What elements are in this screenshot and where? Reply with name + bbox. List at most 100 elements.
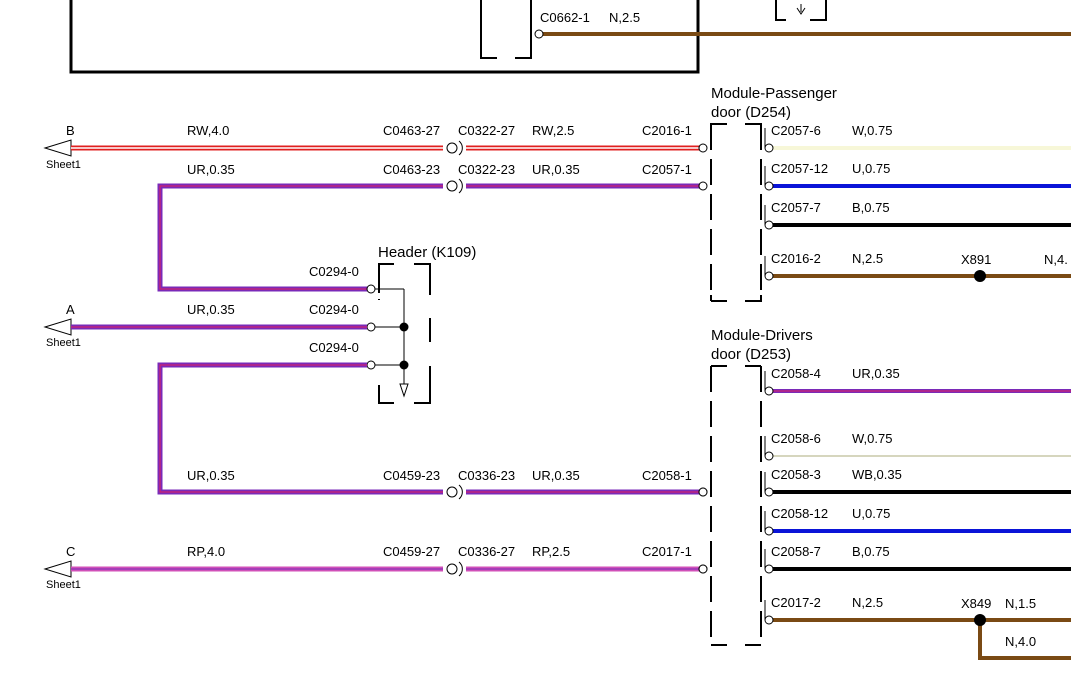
drivers-output-wire-label-4: B,0.75 bbox=[852, 544, 890, 559]
drivers-output-conn-label-2: C2058-3 bbox=[771, 467, 821, 482]
label-x849-wire: N,1.5 bbox=[1005, 596, 1036, 611]
wire-label-rw25: RW,2.5 bbox=[532, 123, 574, 138]
drivers-output-pin-3 bbox=[764, 526, 774, 536]
drivers-output-pin-4 bbox=[764, 564, 774, 574]
wire-label-ur035-a: UR,0.35 bbox=[532, 162, 580, 177]
header-junction-1 bbox=[399, 322, 409, 332]
wire-label-ur035-b: UR,0.35 bbox=[532, 468, 580, 483]
drivers-output-wire-label-2: WB,0.35 bbox=[852, 467, 902, 482]
top-arrow-icon bbox=[796, 4, 806, 15]
top-right-bracket bbox=[775, 0, 827, 21]
drivers-output-wire-label-3: U,0.75 bbox=[852, 506, 890, 521]
label-c0336-27: C0336-27 bbox=[458, 544, 515, 559]
label-x891: X891 bbox=[961, 252, 991, 267]
inline-connector-c-arc bbox=[458, 561, 463, 577]
label-c2058-1: C2058-1 bbox=[642, 468, 692, 483]
sheet-letter-c: C bbox=[66, 544, 75, 559]
label-c0322-27: C0322-27 bbox=[458, 123, 515, 138]
passenger-output-pin-3 bbox=[764, 271, 774, 281]
pin-c2017-1-front bbox=[698, 564, 708, 574]
label-c0459-27: C0459-27 bbox=[383, 544, 440, 559]
wire-n40-down bbox=[978, 620, 1071, 660]
passenger-output-pin-2 bbox=[764, 220, 774, 230]
drivers-output-conn-label-1: C2058-6 bbox=[771, 431, 821, 446]
label-x891-wire: N,4. bbox=[1044, 252, 1068, 267]
sheet-letter-b: B bbox=[66, 123, 75, 138]
inline-connector-b-arc bbox=[458, 140, 463, 156]
wire-ur-loop-top bbox=[157, 183, 443, 292]
top-connector-bracket bbox=[480, 0, 532, 59]
wire-label-rp40: RP,4.0 bbox=[187, 544, 225, 559]
header-pin-label-2: C0294-0 bbox=[309, 302, 359, 317]
passenger-module-title-1: Module-Passenger bbox=[711, 85, 837, 102]
header-pin-label-1: C0294-0 bbox=[309, 264, 359, 279]
header-title: Header (K109) bbox=[378, 244, 476, 261]
inline-connector-ur-b bbox=[446, 486, 458, 498]
label-c0463-27: C0463-27 bbox=[383, 123, 440, 138]
inline-connector-ur-arc bbox=[458, 178, 463, 194]
passenger-output-pin-1 bbox=[764, 181, 774, 191]
inline-connector-ur-b-arc bbox=[458, 484, 463, 500]
drivers-output-pin-2 bbox=[764, 487, 774, 497]
label-top-wire: N,2.5 bbox=[609, 10, 640, 25]
drivers-module-corners bbox=[711, 365, 761, 646]
sheet-letter-a: A bbox=[66, 302, 75, 317]
drivers-output-conn-label-4: C2058-7 bbox=[771, 544, 821, 559]
header-junction-2 bbox=[399, 360, 409, 370]
pin-c2016-1-front bbox=[698, 143, 708, 153]
header-bracket bbox=[378, 263, 431, 404]
header-pin-2 bbox=[366, 322, 376, 332]
header-arrow-icon bbox=[399, 383, 409, 398]
drivers-output-wire-label-1: W,0.75 bbox=[852, 431, 892, 446]
label-c0322-23: C0322-23 bbox=[458, 162, 515, 177]
pin-c0662-1 bbox=[534, 29, 544, 39]
drivers-output-conn-label-0: C2058-4 bbox=[771, 366, 821, 381]
sheet-ref-c: Sheet1 bbox=[46, 579, 81, 591]
drivers-output-conn-label-3: C2058-12 bbox=[771, 506, 828, 521]
sheet-ref-a: Sheet1 bbox=[46, 337, 81, 349]
passenger-output-pin-0 bbox=[764, 143, 774, 153]
passenger-module-title-2: door (D254) bbox=[711, 104, 791, 121]
inline-connector-b bbox=[446, 142, 458, 154]
sheet-arrow-b-icon bbox=[43, 139, 72, 157]
drivers-output-pin-0 bbox=[764, 386, 774, 396]
label-c0662-1: C0662-1 bbox=[540, 10, 590, 25]
drivers-output-pin-1 bbox=[764, 451, 774, 461]
passenger-output-conn-label-2: C2057-7 bbox=[771, 200, 821, 215]
header-pin-3 bbox=[366, 360, 376, 370]
label-x849: X849 bbox=[961, 596, 991, 611]
passenger-output-conn-label-0: C2057-6 bbox=[771, 123, 821, 138]
header-pin-label-3: C0294-0 bbox=[309, 340, 359, 355]
wire-label-ur035-1: UR,0.35 bbox=[187, 162, 235, 177]
splice-x849 bbox=[974, 614, 986, 626]
wire-label-rp25: RP,2.5 bbox=[532, 544, 570, 559]
pin-c2058-1-front bbox=[698, 487, 708, 497]
wire-label-ur035-2: UR,0.35 bbox=[187, 302, 235, 317]
label-c2057-1: C2057-1 bbox=[642, 162, 692, 177]
label-c2016-1: C2016-1 bbox=[642, 123, 692, 138]
sheet-arrow-a-icon bbox=[43, 318, 72, 336]
label-c0336-23: C0336-23 bbox=[458, 468, 515, 483]
drivers-module-title-1: Module-Drivers bbox=[711, 327, 813, 344]
passenger-output-wire-label-0: W,0.75 bbox=[852, 123, 892, 138]
inline-connector-ur bbox=[446, 180, 458, 192]
drivers-module-title-2: door (D253) bbox=[711, 346, 791, 363]
drivers-output-wire-label-0: UR,0.35 bbox=[852, 366, 900, 381]
wire-label-rw40: RW,4.0 bbox=[187, 123, 229, 138]
drivers-output-conn-label-5: C2017-2 bbox=[771, 595, 821, 610]
passenger-output-conn-label-3: C2016-2 bbox=[771, 251, 821, 266]
wire-ur-loop-bottom-stripe bbox=[159, 364, 443, 493]
sheet-ref-b: Sheet1 bbox=[46, 159, 81, 171]
passenger-output-wire-label-1: U,0.75 bbox=[852, 161, 890, 176]
passenger-module-corners bbox=[711, 123, 761, 302]
passenger-output-wire-label-3: N,2.5 bbox=[852, 251, 883, 266]
passenger-output-conn-label-1: C2057-12 bbox=[771, 161, 828, 176]
splice-x891 bbox=[974, 270, 986, 282]
wire-ur-loop-top-stripe bbox=[159, 185, 443, 290]
label-c2017-1: C2017-1 bbox=[642, 544, 692, 559]
sheet-arrow-c-icon bbox=[43, 560, 72, 578]
label-x849-down: N,4.0 bbox=[1005, 634, 1036, 649]
